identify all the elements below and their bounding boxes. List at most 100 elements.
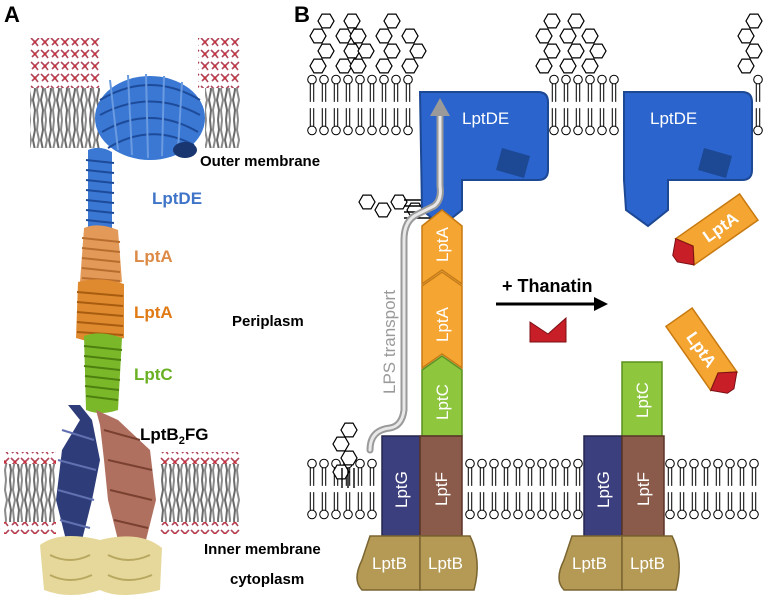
lps-hexagon [737,28,755,44]
lps-hexagon [745,43,763,59]
inner-membrane-lipid-bottom [573,491,583,520]
outer-membrane-lipid-top [343,74,353,103]
lps-hexagon [559,58,577,74]
outer-membrane-lipid-bottom [403,107,413,136]
inner-membrane-lipid-bottom [549,491,559,520]
label-lptc-a: LptC [134,365,173,384]
lptb-2-label: LptB [428,554,463,573]
inner-membrane-lipid-bottom [331,491,341,520]
lptf-left: LptF [419,435,463,537]
outer-membrane-lipid-bottom [597,107,607,136]
inner-membrane-lipid-bottom [737,491,747,520]
label-periplasm: Periplasm [232,313,304,330]
lptg-left-label: LptG [392,471,411,508]
label-cytoplasm: cytoplasm [230,571,304,588]
thanatin-molecule [529,316,567,343]
outer-membrane-lipid-bottom [391,107,401,136]
lptb-right-2: LptB [621,535,680,591]
thanatin-label: + Thanatin [502,276,593,296]
label-inner-membrane: Inner membrane [204,541,321,558]
inner-membrane-lipid-bottom [465,491,475,520]
inner-membrane-lipid-bottom [725,491,735,520]
inner-membrane-lipid-top [307,458,317,487]
lpta-free-2: LptA [664,307,739,394]
outer-membrane-lipid-bottom [355,107,365,136]
inner-membrane-lipid-top [501,458,511,487]
lptb-3-label: LptB [572,554,607,573]
lpta-lower: LptA [421,271,463,370]
outer-membrane-lipid-bottom [343,107,353,136]
lps-hexagon [745,13,763,29]
outer-membrane-lipid-bottom [609,107,619,136]
outer-membrane-lipid-top [319,74,329,103]
inner-membrane-lipid-top [319,458,329,487]
lps-hexagon [357,43,375,59]
inner-membrane-lipid-bottom [713,491,723,520]
inner-membrane-lipid-bottom [367,491,377,520]
outer-membrane-lipid-top [331,74,341,103]
lpta-upper: LptA [421,209,463,286]
outer-membrane-lipid-bottom [561,107,571,136]
inner-membrane-lipid-top [525,458,535,487]
inner-membrane-lipid-bottom [537,491,547,520]
lptb-right-1: LptB [558,535,623,591]
inner-membrane-lipid-bottom [561,491,571,520]
outer-membrane-lipid-top [403,74,413,103]
inner-membrane-lipid-bottom [749,491,759,520]
panel-a-structure [4,38,240,595]
inner-membrane-lipid-bottom [677,491,687,520]
inner-membrane-lipid-bottom [501,491,511,520]
inner-membrane-lipid-bottom [307,491,317,520]
outer-membrane-lipid-top [609,74,619,103]
lps-hexagon [374,202,392,218]
lps-hexagon [317,43,335,59]
lpta-structure-1 [80,225,122,286]
outer-membrane-lipid-top [753,74,763,103]
lps-hexagon [581,58,599,74]
lptg-right-label: LptG [594,471,613,508]
lptde-right-label: LptDE [650,109,697,128]
outer-membrane-atomistic [30,38,240,148]
lptf-right: LptF [621,435,665,537]
lpta-free-1: LptA [672,192,759,267]
inner-membrane-lipid-top [665,458,675,487]
inner-membrane-lipid-bottom [477,491,487,520]
inner-membrane-lipid-top [477,458,487,487]
outer-membrane-lipid-top [585,74,595,103]
inner-membrane-lipid-bottom [689,491,699,520]
inner-membrane-lipid-top [513,458,523,487]
outer-membrane-lipid-bottom [573,107,583,136]
inner-membrane-lipid-top [737,458,747,487]
lps-hexagon [535,58,553,74]
lps-hexagon [543,13,561,29]
label-lptb2fg: LptB2FG [140,425,208,447]
lps-transport-label: LPS transport [380,290,399,394]
outer-membrane-lipid-top [597,74,607,103]
outer-membrane-lipid-bottom [585,107,595,136]
outer-membrane-lipid-top [367,74,377,103]
lpta-structure-2 [76,279,124,342]
lptb2fg-structure [4,405,240,595]
label-lpta-a-2: LptA [134,303,173,322]
lps-hexagon [349,58,367,74]
lptc-right-label: LptC [633,382,652,418]
lptb-left-1: LptB [356,535,421,591]
lptb-left-2: LptB [419,535,478,591]
inner-membrane-lipid-bottom [355,491,365,520]
lpta-lower-label: LptA [433,306,452,342]
lps-hexagon [349,28,367,44]
lptb-4-label: LptB [630,554,665,573]
outer-membrane-lipid-top [391,74,401,103]
lps-hexagon [737,58,755,74]
lps-hexagon [358,194,376,210]
lptg-right: LptG [583,435,623,537]
outer-membrane-lipid-top [355,74,365,103]
lptb-1-label: LptB [372,554,407,573]
inner-membrane-lipid-top [689,458,699,487]
outer-membrane-lipid-top [379,74,389,103]
lps-hexagon [543,43,561,59]
lptc-right: LptC [621,361,663,453]
lps-hexagon [567,13,585,29]
inner-membrane-lipid-top [561,458,571,487]
